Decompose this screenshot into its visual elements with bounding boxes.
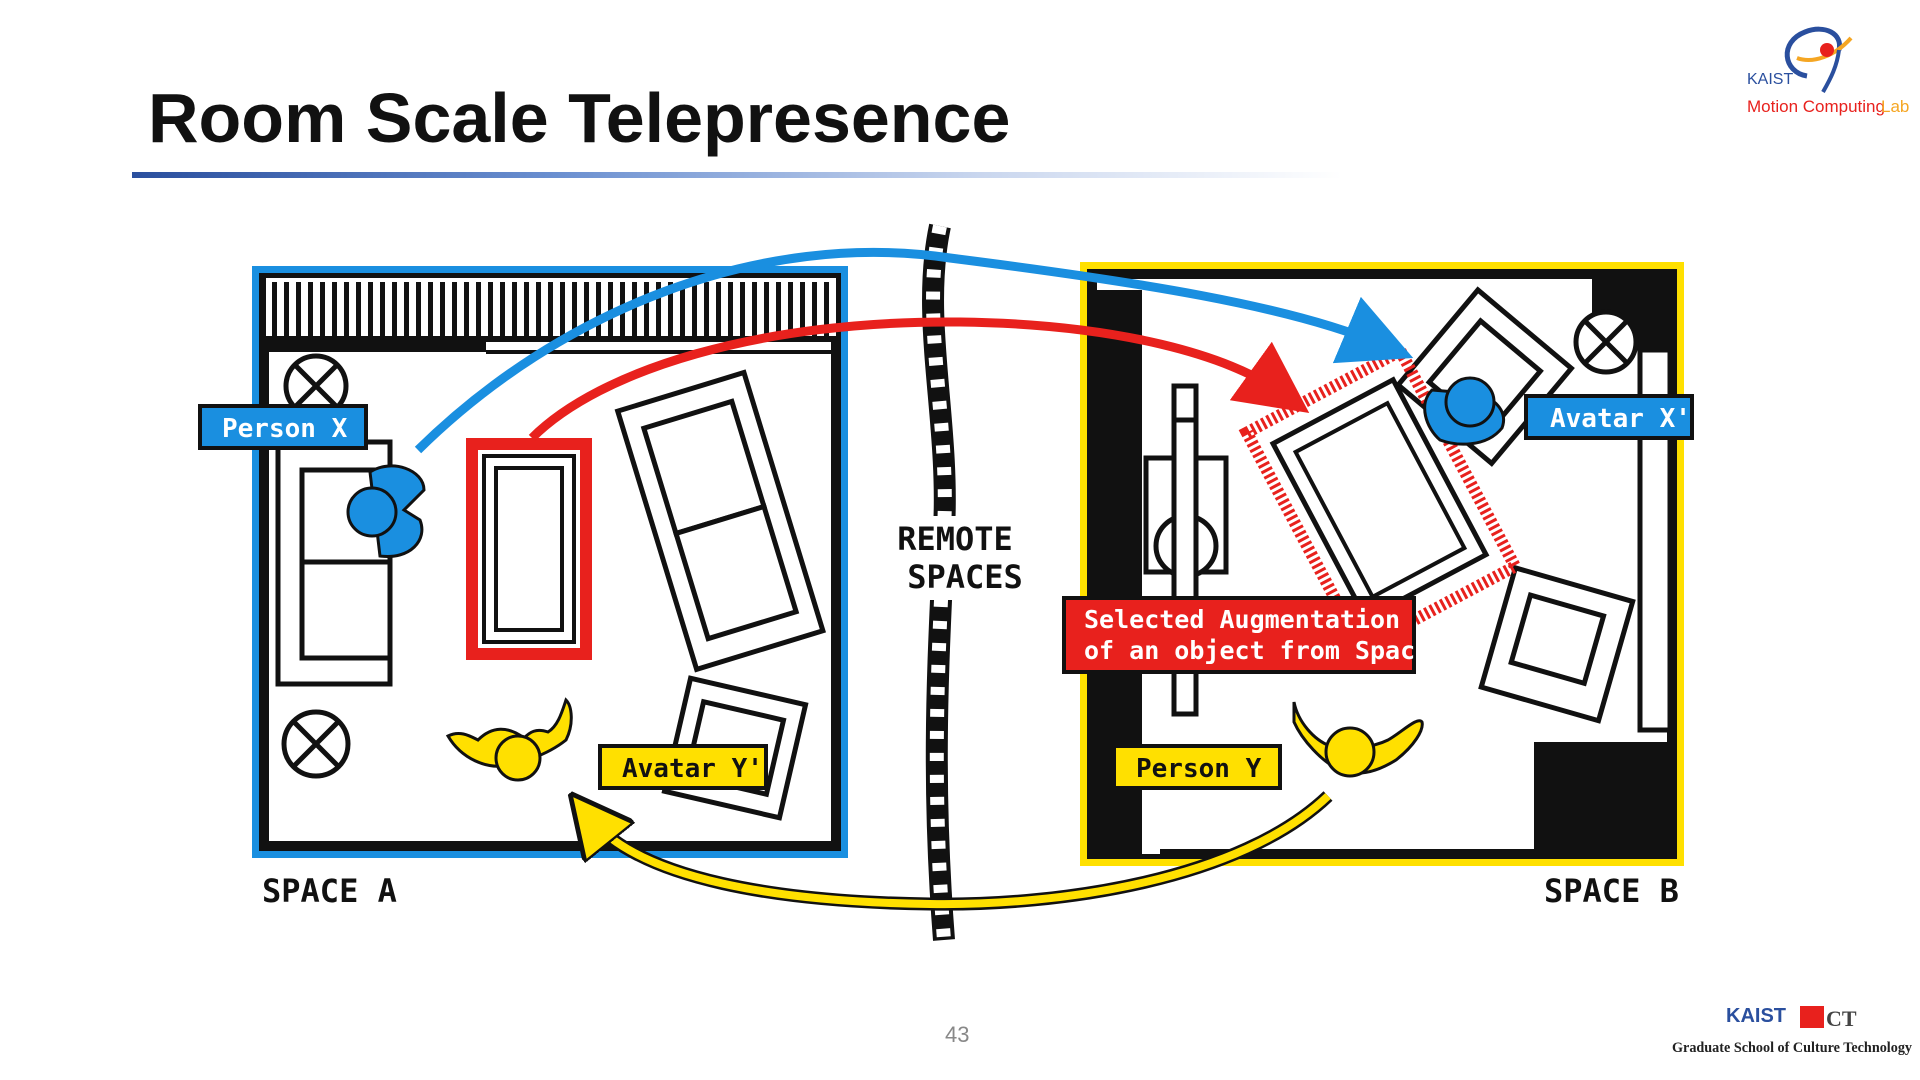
sofa-right bbox=[614, 369, 827, 673]
avatar-y-text: Avatar Y' bbox=[622, 754, 763, 784]
wall-stripe bbox=[332, 282, 337, 340]
wall-stripe bbox=[320, 282, 325, 340]
person-y-figure bbox=[1292, 701, 1424, 778]
logo-lab-text: Lab bbox=[1881, 97, 1909, 116]
wall-stripe bbox=[284, 282, 289, 340]
wall-stripe bbox=[584, 282, 589, 340]
wall-stripe bbox=[632, 282, 637, 340]
wall-stripe bbox=[476, 282, 481, 340]
wall-stripe bbox=[800, 282, 805, 340]
selected-table-space-a bbox=[466, 438, 592, 660]
lamp-icon bbox=[1573, 309, 1639, 375]
logo-gsct-text: Graduate School of Culture Technology bbox=[1672, 1040, 1912, 1056]
kaist-ct-logo: KAIST CT Graduate School of Culture Tech… bbox=[1672, 1005, 1912, 1056]
wall-stripe bbox=[452, 282, 457, 340]
motion-lab-emblem-icon bbox=[1784, 26, 1853, 93]
avatar-x-text: Avatar X' bbox=[1550, 404, 1691, 434]
wall-stripe bbox=[704, 282, 709, 340]
wall-stripe bbox=[500, 282, 505, 340]
wall-stripe bbox=[680, 282, 685, 340]
wall-stripe bbox=[272, 282, 277, 340]
ct-emblem-icon bbox=[1800, 1006, 1824, 1028]
person-x-text: Person X bbox=[222, 414, 348, 444]
person-y-label: Person Y bbox=[1112, 744, 1282, 790]
wall-stripe bbox=[392, 282, 397, 340]
avatar-x-label: Avatar X' bbox=[1524, 394, 1694, 440]
avatar-y-label: Avatar Y' bbox=[598, 744, 768, 790]
wall-stripe bbox=[428, 282, 433, 340]
wall-stripe bbox=[716, 282, 721, 340]
augmentation-text-line1: Selected Augmentation bbox=[1084, 605, 1400, 634]
wall-stripe bbox=[740, 282, 745, 340]
person-x-label: Person X bbox=[198, 404, 368, 450]
wall-stripe bbox=[668, 282, 673, 340]
wall-stripe bbox=[560, 282, 565, 340]
wall-stripe bbox=[728, 282, 733, 340]
wall-stripe bbox=[488, 282, 493, 340]
page-number: 43 bbox=[945, 1022, 970, 1047]
wall-stripe bbox=[380, 282, 385, 340]
wall-stripe bbox=[788, 282, 793, 340]
kaist-motion-lab-logo: KAIST Motion Computing Lab bbox=[1747, 26, 1909, 116]
augmented-table-space-b bbox=[1238, 342, 1524, 657]
space-a-striped-wall bbox=[264, 278, 836, 352]
space-a-room bbox=[252, 266, 848, 858]
logo-motion-computing-text: Motion Computing bbox=[1747, 97, 1885, 116]
remote-label-line2: SPACES bbox=[907, 558, 1023, 596]
slide-title: Room Scale Telepresence bbox=[148, 79, 1011, 157]
avatar-x-figure bbox=[1423, 376, 1505, 446]
wall-stripe bbox=[644, 282, 649, 340]
wall-stripe bbox=[572, 282, 577, 340]
arrow-selected-object bbox=[528, 317, 1310, 442]
person-x-figure bbox=[346, 464, 426, 558]
wall-stripe bbox=[812, 282, 817, 340]
wall-stripe bbox=[356, 282, 361, 340]
logo-kaist-text: KAIST bbox=[1747, 71, 1793, 88]
wall-stripe bbox=[692, 282, 697, 340]
remote-label-line1: REMOTE bbox=[897, 520, 1013, 558]
augmentation-text-line2: of an object from Space A bbox=[1084, 636, 1460, 665]
armchair bbox=[1478, 564, 1636, 724]
wall-stripe bbox=[776, 282, 781, 340]
wall-stripe bbox=[656, 282, 661, 340]
logo-ct-text: CT bbox=[1826, 1006, 1857, 1031]
title-underline bbox=[132, 172, 1342, 178]
arrow-person-x-to-avatar-x bbox=[414, 248, 1414, 454]
wall-stripe bbox=[404, 282, 409, 340]
wall-stripe bbox=[536, 282, 541, 340]
wall-stripe bbox=[308, 282, 313, 340]
wall-stripe bbox=[368, 282, 373, 340]
wall-stripe bbox=[416, 282, 421, 340]
wall-stripe bbox=[752, 282, 757, 340]
augmentation-label: Selected Augmentation of an object from … bbox=[1062, 596, 1460, 674]
space-b-label: SPACE B bbox=[1544, 872, 1679, 910]
lamp-icon bbox=[281, 709, 351, 779]
wall-stripe bbox=[440, 282, 445, 340]
wall-stripe bbox=[512, 282, 517, 340]
avatar-y-figure bbox=[445, 697, 573, 782]
wall-stripe bbox=[824, 282, 829, 340]
wall-stripe bbox=[596, 282, 601, 340]
space-a-label: SPACE A bbox=[262, 872, 397, 910]
wall-stripe bbox=[464, 282, 469, 340]
wall-stripe bbox=[764, 282, 769, 340]
wall-stripe bbox=[344, 282, 349, 340]
wall-stripe bbox=[524, 282, 529, 340]
wall-stripe bbox=[296, 282, 301, 340]
wall-stripe bbox=[548, 282, 553, 340]
logo-kaist-text: KAIST bbox=[1726, 1005, 1786, 1027]
person-y-text: Person Y bbox=[1136, 754, 1262, 784]
